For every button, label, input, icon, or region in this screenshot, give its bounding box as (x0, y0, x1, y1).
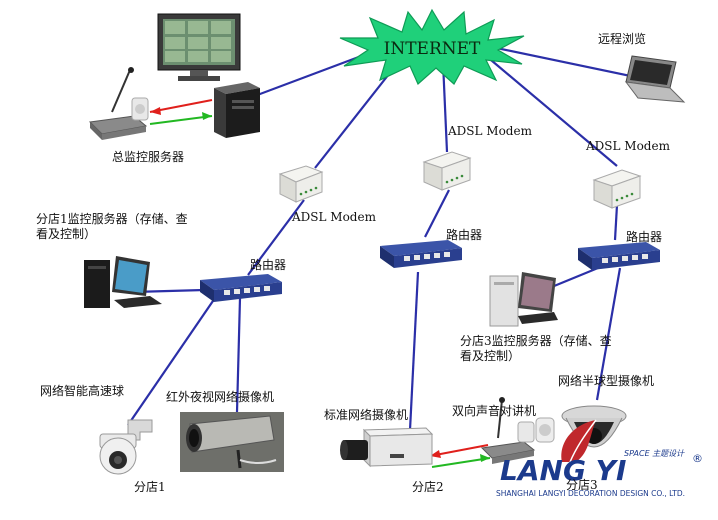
hq-intercom-icon (88, 67, 149, 140)
router-3-label: 路由器 (626, 230, 663, 244)
ir-camera-icon (180, 412, 284, 472)
branch1-label: 分店1 (134, 480, 166, 494)
modem-a-icon (278, 165, 324, 203)
logo-tagline: SPACE 主题设计 (624, 449, 685, 458)
router-2-label: 路由器 (446, 228, 483, 242)
standard-camera-icon (340, 427, 434, 468)
standard-camera-label: 标准网络摄像机 (324, 408, 409, 422)
leaf-logo-icon (561, 420, 596, 462)
link-modem-c-router3 (613, 204, 619, 241)
router-3-icon (578, 242, 660, 270)
branch3-server-label: 分店3监控服务器（存储、查看及控制） (460, 334, 612, 363)
modem-a-label: ADSL Modem (292, 210, 376, 224)
modem-c-icon (592, 169, 642, 209)
modem-b-icon (422, 151, 472, 191)
hq-monitor-icon (157, 13, 241, 81)
langyi-logo: SPACE 主题设计 LANG YI ® SHANGHAI LANGYI DEC… (496, 419, 703, 498)
link-router3-halfdome (595, 267, 622, 401)
link-internet-modem-b (441, 61, 449, 153)
hq-server-label: 总监控服务器 (112, 150, 185, 164)
speed-dome-camera-icon (99, 419, 153, 475)
logo-company: SHANGHAI LANGYI DECORATION DESIGN CO., L… (496, 489, 685, 498)
modem-c-label: ADSL Modem (586, 139, 670, 153)
intercom-label: 双向声音对讲机 (452, 404, 537, 418)
link-router1-dome (127, 297, 216, 426)
speed-dome-label: 网络智能高速球 (40, 384, 125, 398)
link-internet-modem-c (484, 54, 618, 167)
hq-server-icon (214, 82, 260, 138)
branch2-signal-arrows (429, 444, 491, 468)
router-1-icon (200, 274, 282, 302)
link-modem-a-router1 (247, 199, 305, 276)
router-2-icon (380, 240, 462, 268)
link-internet-modem-a (314, 59, 401, 169)
link-router2-stdcam (408, 271, 420, 431)
branch1-server-label: 分店1监控服务器（存储、查看及控制） (36, 212, 188, 241)
branch3-label: 分店3 (566, 478, 598, 492)
router-1-label: 路由器 (250, 258, 287, 272)
remote-label: 远程浏览 (598, 32, 647, 46)
branch2-label: 分店2 (412, 480, 444, 494)
branch2-intercom-icon (480, 397, 555, 464)
branch3-server-icon (489, 272, 558, 327)
half-dome-label: 网络半球型摄像机 (558, 374, 655, 388)
logo-brand: LANG YI (500, 454, 626, 487)
remote-laptop-icon (624, 55, 686, 103)
modem-b-label: ADSL Modem (448, 124, 532, 138)
logo-registered: ® (692, 452, 703, 465)
link-internet-hq (251, 50, 373, 99)
link-router1-ir (235, 297, 242, 413)
internet-label: INTERNET (384, 39, 481, 59)
ir-camera-label: 红外夜视网络摄像机 (166, 390, 275, 404)
link-modem-b-router2 (424, 189, 450, 238)
internet-cloud-icon: INTERNET (339, 8, 525, 85)
branch1-server-icon (84, 256, 162, 308)
hq-signal-arrows (149, 99, 213, 125)
